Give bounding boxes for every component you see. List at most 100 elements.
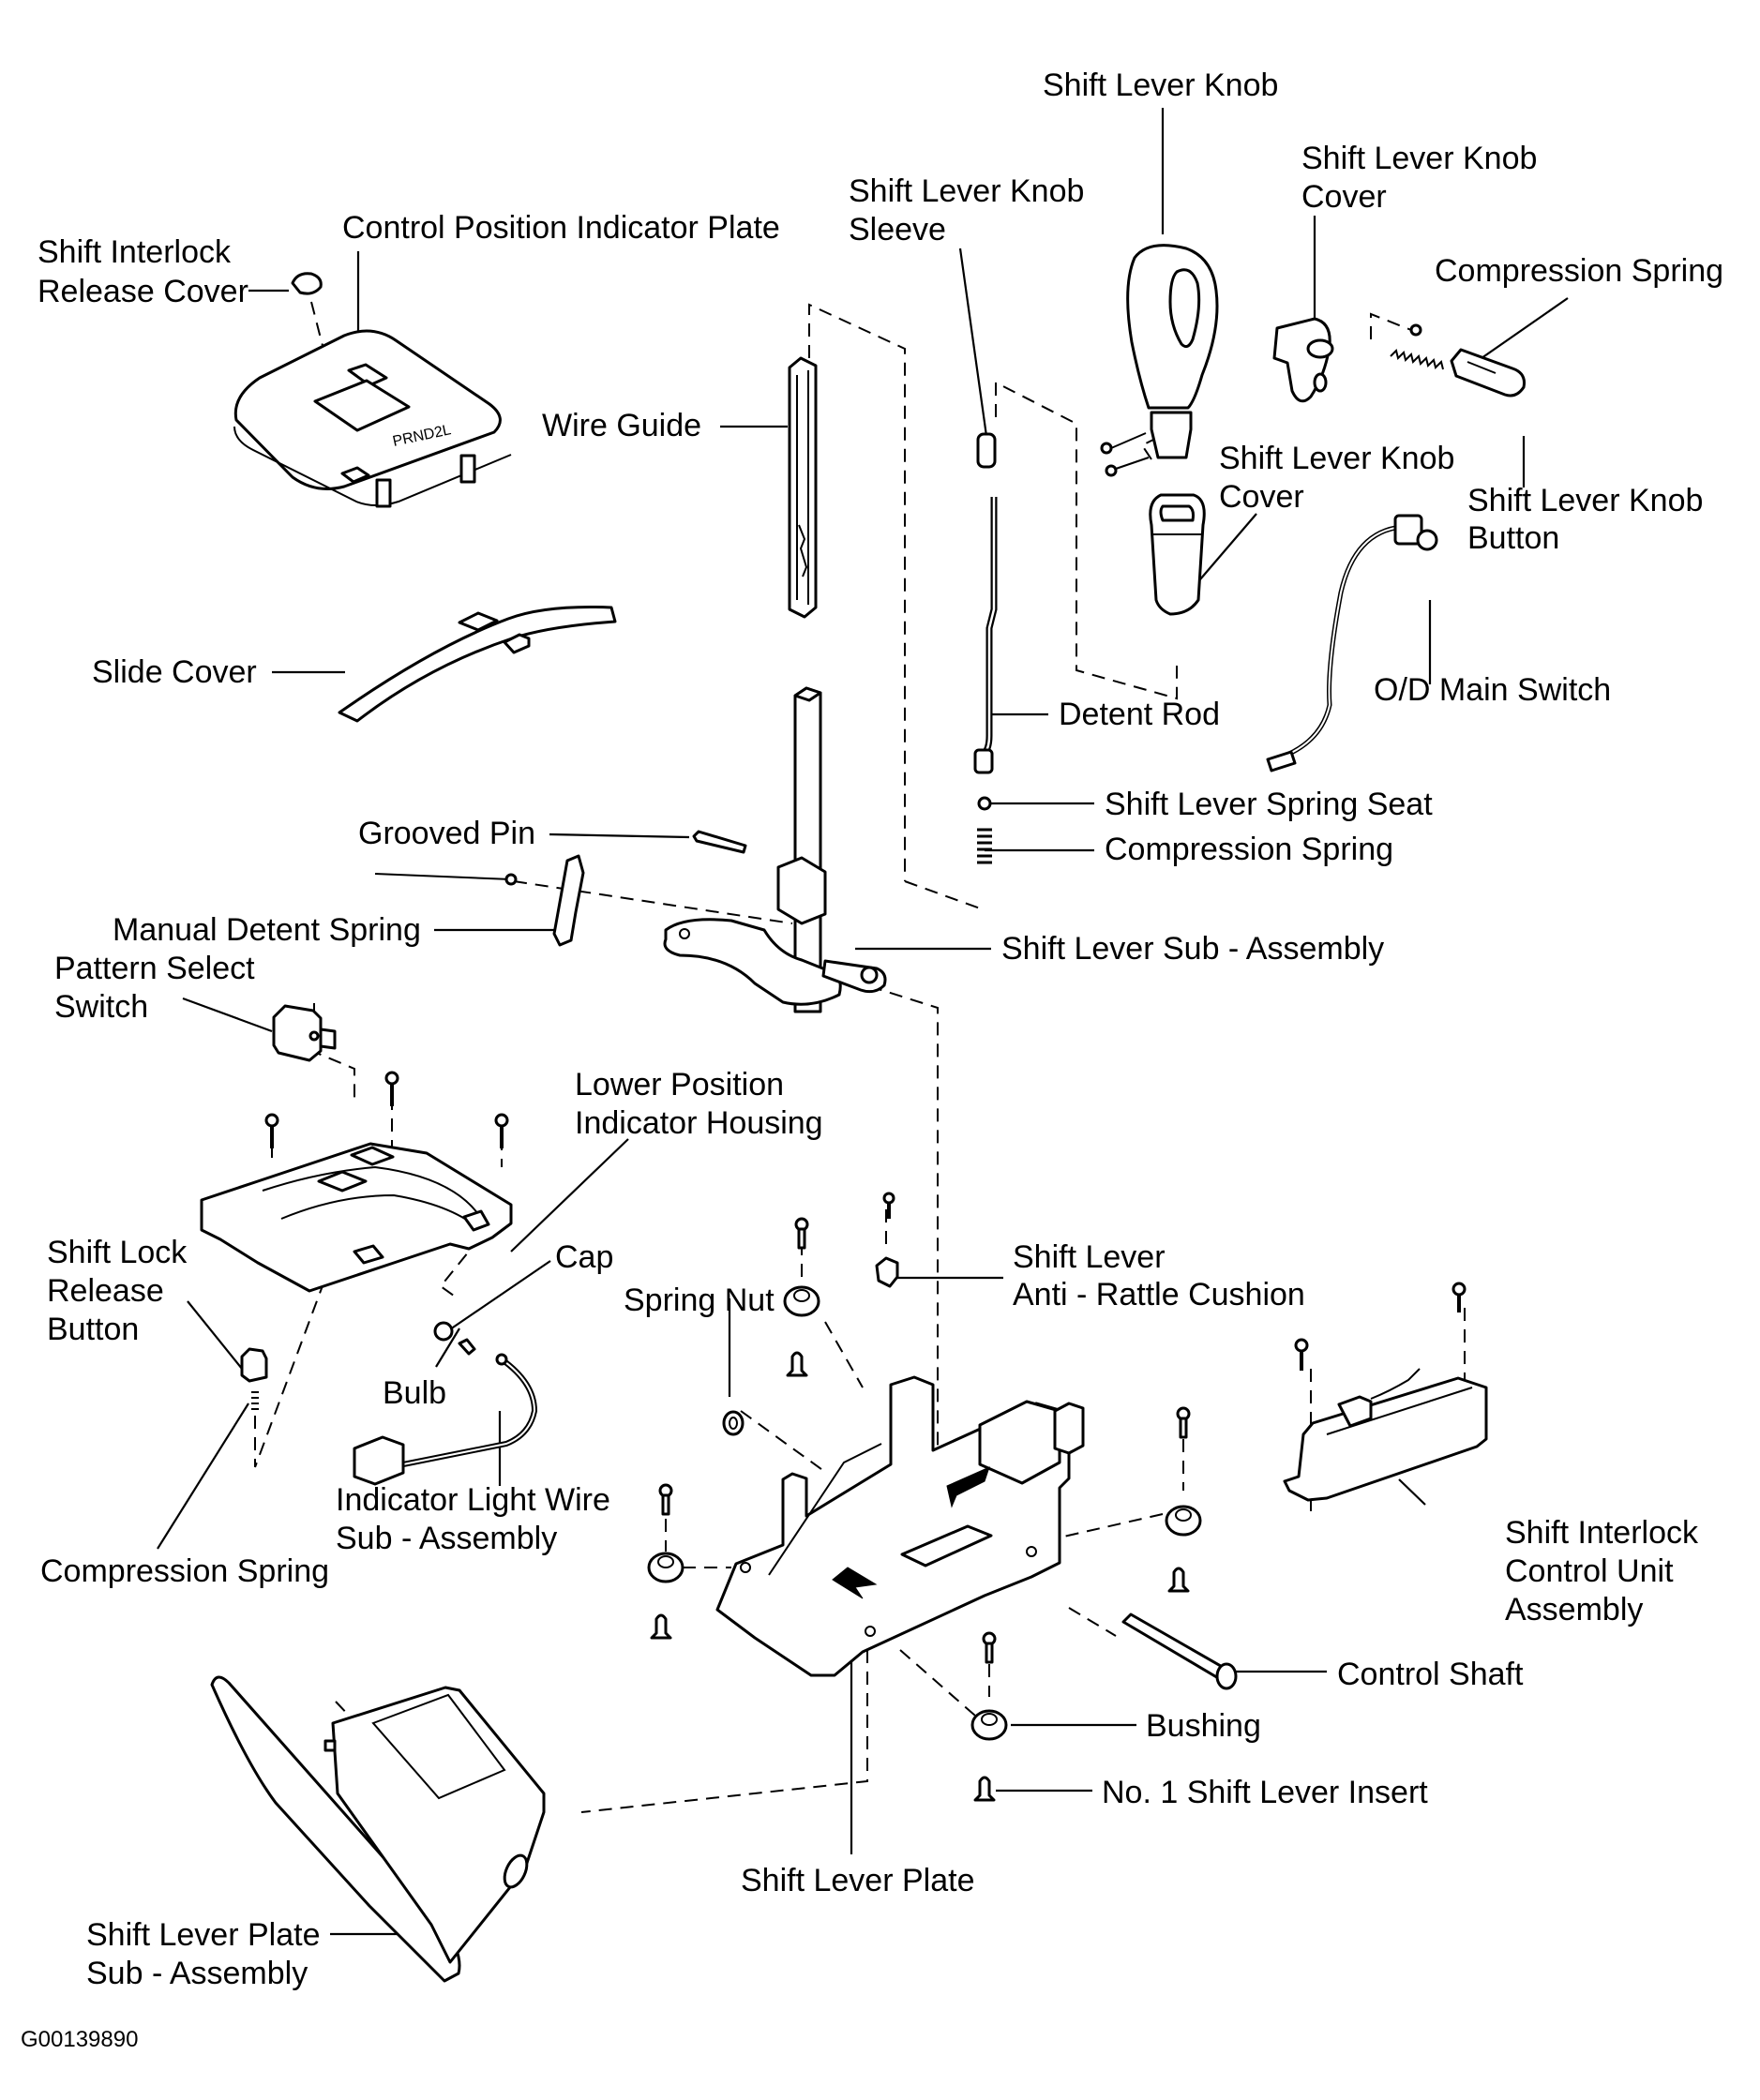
label-grooved-pin: Grooved Pin (358, 816, 535, 851)
screw-icon (658, 1483, 673, 1516)
screw-icon (264, 1113, 279, 1148)
shift-lever-spring-seat-part (977, 796, 992, 811)
label-line: Shift Lever Knob (1301, 141, 1537, 176)
label-shift-lever-spring-seat: Shift Lever Spring Seat (1105, 787, 1433, 822)
dashed-line (580, 1650, 868, 1813)
dashed-line (899, 1649, 976, 1717)
label-bulb: Bulb (383, 1375, 446, 1411)
label-shift-lever-anti-rattle-cushion: Shift Lever Anti - Rattle Cushion (1013, 1239, 1305, 1312)
dashed-line (1068, 1607, 1117, 1637)
leader-line (187, 1300, 243, 1370)
compression-spring-lock-part (251, 1391, 259, 1410)
bushing-icon (783, 1285, 820, 1317)
shift-interlock-release-cover-part (291, 272, 323, 295)
dashed-line (740, 1410, 826, 1473)
leader-line (1398, 1478, 1426, 1506)
indicator-light-wire-part (353, 1353, 538, 1486)
screw-icon (1176, 1406, 1191, 1439)
label-compression-spring-lock: Compression Spring (40, 1553, 329, 1589)
compression-spring-knob-part (1390, 349, 1444, 370)
manual-detent-spring-part (374, 854, 585, 947)
shift-lever-knob-sleeve-part (976, 432, 997, 469)
shift-lever-plate-sub-assembly-part (210, 1675, 546, 1983)
label-shift-interlock-control-unit: Shift Interlock Control Unit Assembly (1505, 1515, 1699, 1628)
label-line: Sub - Assembly (336, 1521, 557, 1556)
dashed-line (904, 880, 984, 910)
leader-line (182, 997, 273, 1033)
label-line: Cover (1219, 479, 1304, 515)
screw-icon (1452, 1282, 1467, 1312)
label-lower-position-indicator-housing: Lower Position Indicator Housing (575, 1067, 823, 1141)
label-line: Anti - Rattle Cushion (1013, 1277, 1305, 1312)
label-indicator-light-wire: Indicator Light Wire Sub - Assembly (336, 1482, 610, 1556)
label-slide-cover: Slide Cover (92, 654, 257, 690)
label-shift-lever-knob-cover-mid: Shift Lever Knob Cover (1219, 441, 1454, 515)
spring-nut-part (722, 1410, 745, 1436)
screw-icon (794, 1217, 809, 1250)
label-shift-lock-release-button: Shift Lock Release Button (47, 1235, 188, 1347)
label-line: Shift Interlock (1505, 1515, 1699, 1551)
label-line: Assembly (1505, 1592, 1643, 1628)
label-line: Shift Lock (47, 1235, 188, 1270)
screw-icon (384, 1071, 399, 1106)
label-shift-lever-knob-cover-top: Shift Lever Knob Cover (1301, 141, 1537, 215)
grooved-pin-part (692, 830, 747, 854)
leader-line (510, 1138, 629, 1252)
dashed-line (310, 301, 329, 368)
label-line: Shift Lever (1013, 1239, 1166, 1275)
control-position-indicator-plate-part: PRND2L (233, 329, 512, 508)
label-shift-interlock-release-cover: Shift Interlock Release Cover (38, 234, 248, 309)
insert-icon (973, 1776, 996, 1802)
insert-icon (650, 1613, 672, 1640)
insert-icon (1167, 1567, 1190, 1593)
dashed-line (1059, 1513, 1164, 1538)
label-line: Release Cover (38, 274, 248, 309)
pattern-select-switch-part (272, 1004, 337, 1062)
label-shift-lever-sub-assembly: Shift Lever Sub - Assembly (1001, 931, 1384, 967)
leader-line (549, 832, 690, 839)
label-line: Release (47, 1273, 164, 1309)
label-line: Button (1467, 520, 1559, 556)
dashed-line (1140, 438, 1156, 460)
label-compression-spring-lever: Compression Spring (1105, 832, 1393, 867)
slide-cover-part (338, 606, 617, 723)
leader-line (157, 1402, 249, 1550)
shift-lever-plate-part (715, 1375, 1085, 1677)
detent-rod-part (973, 497, 998, 774)
bushings-inserts (647, 1217, 1202, 1802)
screw-icon (882, 1192, 895, 1219)
label-wire-guide: Wire Guide (542, 408, 701, 443)
label-line: Pattern Select (54, 951, 255, 986)
bulb-part (458, 1338, 476, 1356)
control-shaft-part (1121, 1612, 1238, 1690)
leader-line (449, 1260, 551, 1330)
label-line: Control Unit (1505, 1553, 1674, 1589)
label-line: Shift Lever Knob (1467, 483, 1703, 518)
od-main-switch-part (1266, 514, 1438, 772)
label-cap: Cap (555, 1239, 613, 1275)
bushing-icon (970, 1709, 1008, 1741)
shift-lever-sub-assembly-part (663, 686, 887, 1013)
leader-line (958, 248, 988, 437)
dashed-line (439, 1237, 481, 1299)
label-line: Shift Lever Knob (849, 173, 1084, 209)
cap-part (433, 1321, 454, 1342)
dashed-line (1370, 312, 1412, 339)
leader-line (1481, 297, 1569, 359)
label-detent-rod: Detent Rod (1059, 697, 1220, 732)
shift-lever-knob-cover-top-part (1272, 317, 1422, 403)
wire-guide-part (788, 356, 818, 619)
screws-housing (264, 1071, 509, 1148)
lower-position-indicator-housing-part (200, 1142, 513, 1293)
label-line: Sleeve (849, 212, 946, 248)
dashed-line (824, 1321, 864, 1388)
label-line: Cover (1301, 179, 1387, 215)
label-manual-detent-spring: Manual Detent Spring (113, 912, 421, 948)
label-line: Shift Lever Knob (1219, 441, 1454, 476)
label-shift-lever-knob: Shift Lever Knob (1043, 68, 1278, 103)
label-spring-nut: Spring Nut (624, 1282, 775, 1318)
label-line: Switch (54, 989, 148, 1025)
label-shift-lever-knob-button: Shift Lever Knob Button (1467, 483, 1703, 556)
bushing-icon (1165, 1505, 1202, 1537)
label-line: Shift Lever Plate (86, 1917, 320, 1953)
